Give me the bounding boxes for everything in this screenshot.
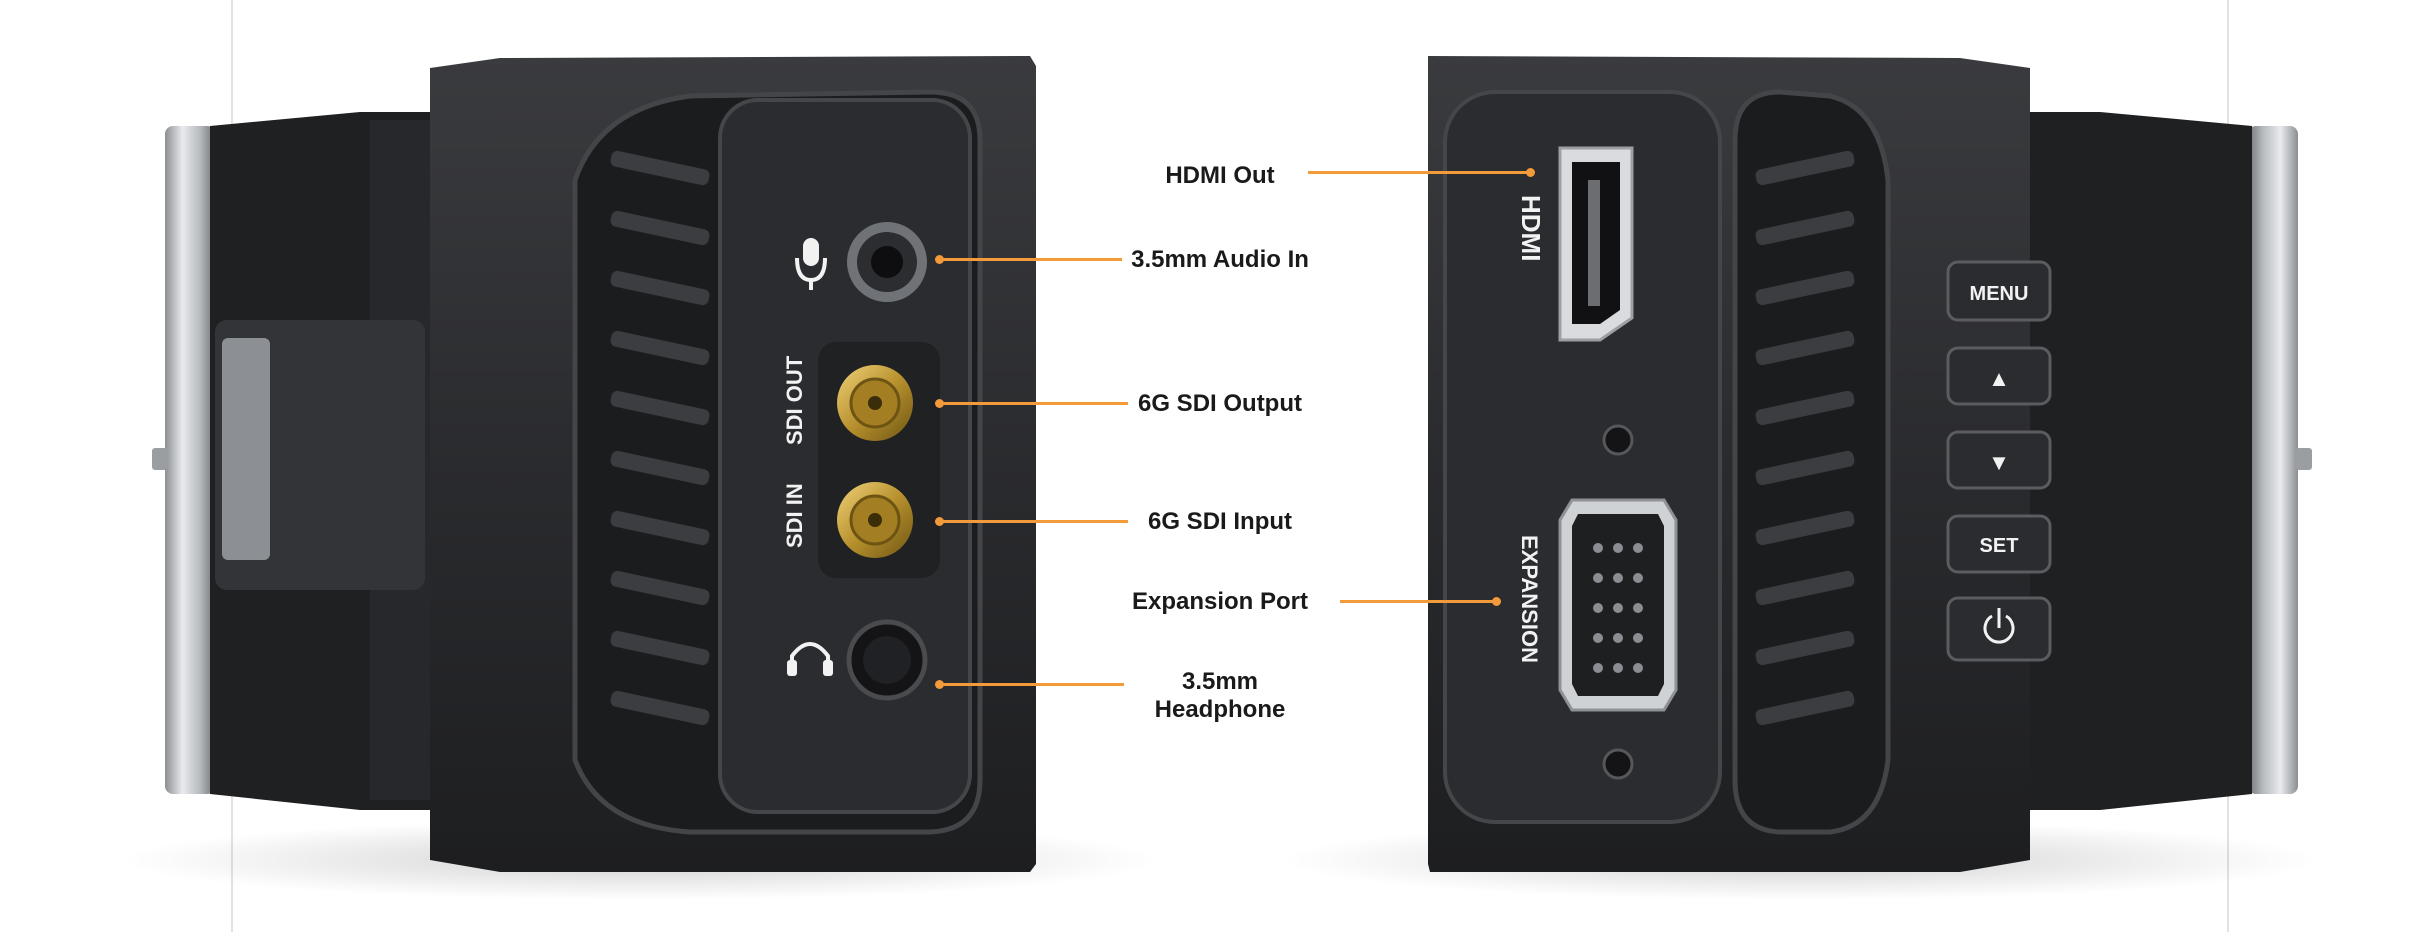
callout-sdi-output: 6G SDI Output <box>1138 390 1302 417</box>
audio-in-jack <box>847 222 927 302</box>
callout-dot-expansion-port <box>1492 597 1501 606</box>
lens-mount-ring-left <box>165 126 215 794</box>
callout-line-audio-in <box>940 258 1122 261</box>
sdi-out-label: SDI OUT <box>782 355 807 445</box>
callout-audio-in: 3.5mm Audio In <box>1131 246 1309 273</box>
hdmi-port <box>1558 146 1634 342</box>
microphone-icon <box>795 238 827 290</box>
sdi-in-label: SDI IN <box>782 483 807 548</box>
sdi-out-connector <box>837 365 913 441</box>
power-button[interactable] <box>1946 596 2052 662</box>
up-button[interactable]: ▲ <box>1946 346 2052 406</box>
callout-headphone: 3.5mm Headphone <box>1130 668 1310 724</box>
callout-dot-audio-in <box>935 255 944 264</box>
callout-expansion-port: Expansion Port <box>1131 588 1309 615</box>
callout-line-expansion-port <box>1340 600 1496 603</box>
down-button[interactable]: ▼ <box>1946 430 2052 490</box>
vent-fins-right <box>1755 150 1855 726</box>
set-button[interactable]: SET <box>1946 514 2052 574</box>
callout-line-headphone <box>940 683 1124 686</box>
callout-headphone-line1: 3.5mm <box>1181 668 1259 695</box>
hdmi-label: HDMI <box>1516 195 1546 261</box>
camera-left-side: SDI OUT SDI IN <box>152 56 1036 872</box>
svg-text:▲: ▲ <box>1988 366 2010 391</box>
callout-hdmi-out: HDMI Out <box>1165 162 1275 189</box>
callout-dot-sdi-output <box>935 399 944 408</box>
power-icon <box>1983 608 2015 644</box>
svg-text:MENU: MENU <box>1970 283 2029 305</box>
menu-button[interactable]: MENU <box>1946 260 2052 322</box>
lens-mount-ring-right <box>2248 126 2298 794</box>
camera-right-side: HDMI EXPANSION MENU ▲ <box>1428 56 2312 872</box>
callout-line-sdi-input <box>940 520 1128 523</box>
expansion-port <box>1558 498 1678 712</box>
callout-dot-sdi-input <box>935 517 944 526</box>
screw-hole-lower <box>1602 748 1634 780</box>
callout-sdi-input: 6G SDI Input <box>1148 508 1292 535</box>
callout-line-hdmi-out <box>1308 171 1530 174</box>
svg-text:SET: SET <box>1980 535 2019 557</box>
headphone-icon <box>787 642 833 676</box>
callout-line-sdi-output <box>940 402 1128 405</box>
sdi-in-connector <box>837 482 913 558</box>
callout-headphone-line2: Headphone <box>1154 696 1286 723</box>
svg-text:▼: ▼ <box>1988 450 2010 475</box>
headphone-jack <box>846 619 928 701</box>
callout-dot-hdmi-out <box>1526 168 1535 177</box>
expansion-label: EXPANSION <box>1517 535 1542 663</box>
screw-hole-upper <box>1602 424 1634 456</box>
vent-fins-left <box>610 150 710 726</box>
callout-dot-headphone <box>935 680 944 689</box>
